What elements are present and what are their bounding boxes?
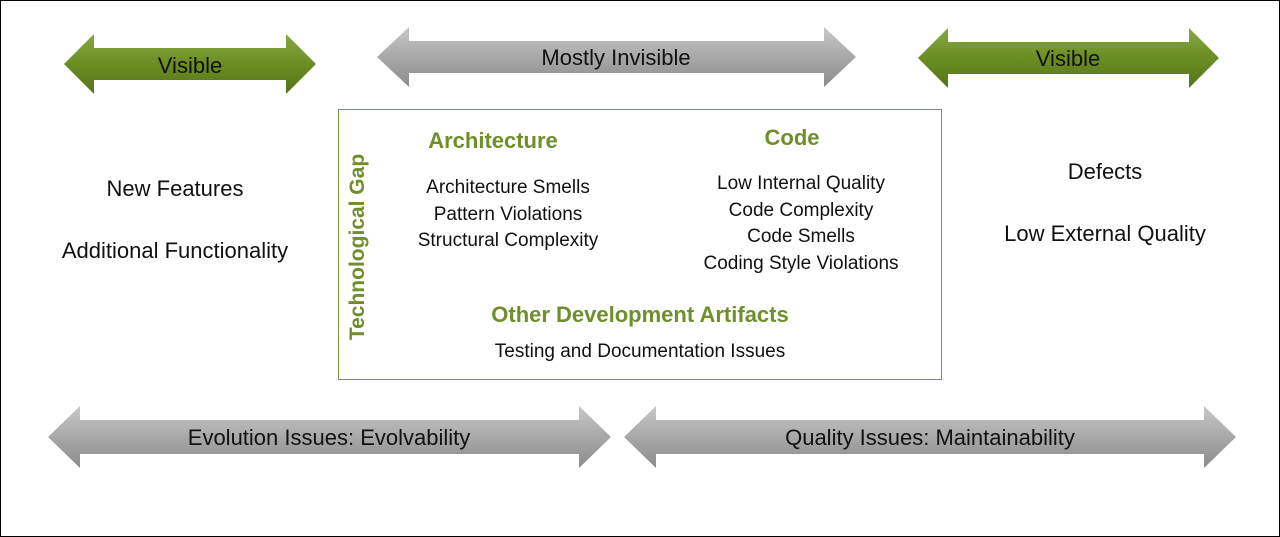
low-external-quality-text: Low External Quality bbox=[1004, 221, 1206, 246]
new-features-text: New Features bbox=[106, 176, 244, 201]
architecture-item: Architecture Smells bbox=[426, 177, 590, 198]
other-artifacts-item: Testing and Documentation Issues bbox=[494, 341, 786, 362]
technological-gap-box bbox=[338, 109, 942, 380]
other-artifacts-list: Testing and Documentation Issues bbox=[450, 339, 830, 366]
architecture-heading: Architecture bbox=[428, 128, 558, 153]
visible-left-arrow bbox=[64, 34, 316, 94]
code-list: Low Internal Quality Code Complexity Cod… bbox=[671, 171, 931, 277]
quality-issues-label: Quality Issues: Maintainability bbox=[785, 425, 1075, 450]
code-heading: Code bbox=[764, 125, 820, 150]
other-artifacts-heading: Other Development Artifacts bbox=[491, 302, 789, 327]
evolution-issues-arrow bbox=[48, 406, 611, 468]
technological-gap-label: Technological Gap bbox=[346, 153, 369, 341]
visible-left-label: Visible bbox=[158, 53, 222, 78]
mostly-invisible-label: Mostly Invisible bbox=[541, 45, 690, 70]
code-item: Code Complexity bbox=[728, 199, 874, 221]
architecture-item: Pattern Violations bbox=[433, 203, 583, 225]
evolution-issues-label: Evolution Issues: Evolvability bbox=[188, 425, 470, 450]
visible-right-arrow bbox=[918, 28, 1219, 88]
architecture-item: Structural Complexity bbox=[417, 230, 599, 251]
defects-text: Defects bbox=[1067, 159, 1143, 184]
architecture-list: Architecture Smells Pattern Violations S… bbox=[388, 175, 628, 255]
additional-functionality-text: Additional Functionality bbox=[61, 238, 289, 263]
visible-right-label: Visible bbox=[1036, 46, 1100, 71]
code-item: Code Smells bbox=[747, 226, 855, 247]
mostly-invisible-arrow bbox=[377, 27, 856, 87]
quality-issues-arrow bbox=[624, 406, 1236, 468]
code-item: Low Internal Quality bbox=[717, 173, 885, 194]
code-item: Coding Style Violations bbox=[703, 252, 899, 274]
